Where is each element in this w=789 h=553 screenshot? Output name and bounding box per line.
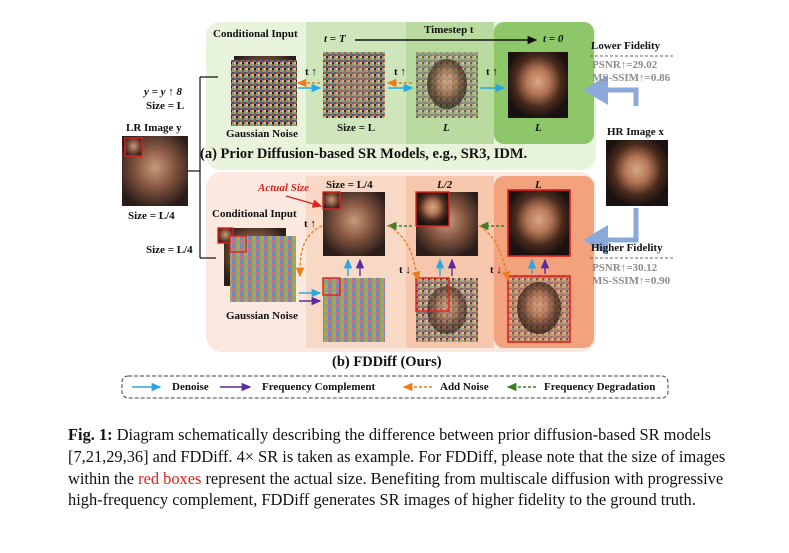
panel-a-gaussian-noise-label: Gaussian Noise [226,128,298,140]
legend-frequency-complement: Frequency Complement [262,381,376,393]
lr-image-actual-size-box [124,137,143,157]
label-timestep: Timestep t [424,24,474,36]
label-size-L-left: Size = L [146,100,185,112]
label-a-t-up-1: t ↑ [305,66,317,78]
label-a-psnr: PSNR↑=29.02 [592,59,658,71]
label-a-size-L: Size = L [337,122,376,134]
panel-a-title: (a) Prior Diffusion-based SR Models, e.g… [200,146,528,162]
panel-a-noisy-image-1 [323,52,385,118]
panel-a-conditional-input-label: Conditional Input [213,28,298,40]
figure-caption: Fig. 1: Diagram schematically describing… [68,424,740,511]
label-b-msssim: MS-SSIM↑=0.90 [592,275,671,287]
label-b-t-up: t ↑ [304,218,316,230]
label-a-L-right: L [535,122,542,134]
panel-a-arrows [296,35,538,93]
label-t-eq-0: t = 0 [543,33,564,45]
label-a-msssim: MS-SSIM↑=0.86 [592,72,671,84]
label-a-t-up-2: t ↑ [394,66,406,78]
panel-b-stage3-output [507,189,571,257]
panel-a-output-image [508,52,568,118]
panel-b-gaussian-noise-label: Gaussian Noise [226,310,298,322]
hr-image [606,140,668,206]
label-hr-image: HR Image x [607,126,664,138]
hr-comparison-arrows [583,75,639,255]
label-lr-image: LR Image y [126,122,182,134]
label-b-t-down-2: t ↓ [490,264,502,276]
legend-add-noise: Add Noise [440,381,489,393]
legend-denoise: Denoise [172,381,209,393]
label-t-eq-T: t = T [324,33,346,45]
caption-fig-label: Fig. 1: [68,425,113,444]
label-a-L-mid: L [443,122,450,134]
legend-box [121,375,669,399]
caption-part-1: Diagram schematically describing the dif… [68,425,726,488]
label-b-psnr: PSNR↑=30.12 [592,262,658,274]
label-b-L: L [535,179,542,191]
label-higher-fidelity: Higher Fidelity [591,242,663,254]
caption-red-boxes: red boxes [138,468,202,488]
panel-a-gaussian-noise [231,60,297,126]
lr-branch-lines [188,76,218,259]
label-lower-fidelity: Lower Fidelity [591,40,661,52]
label-size-L4-left-b: Size = L/4 [146,244,193,256]
label-y-upsample: y = y ↑ 8 [144,86,183,98]
panel-b-arrows [285,195,550,306]
label-b-t-down-1: t ↓ [399,264,411,276]
panel-b-title: (b) FDDiff (Ours) [332,354,442,370]
panel-b-conditional-input-label: Conditional Input [212,208,297,220]
caption-part-2: represent the actual size. Benefiting fr… [68,468,724,510]
label-actual-size: Actual Size [258,182,310,194]
label-a-t-up-3: t ↑ [486,66,498,78]
legend-frequency-degradation: Frequency Degradation [544,381,656,393]
label-size-L4-left: Size = L/4 [128,210,175,222]
label-b-L-half: L/2 [437,179,453,191]
label-b-size-L4: Size = L/4 [326,179,373,191]
